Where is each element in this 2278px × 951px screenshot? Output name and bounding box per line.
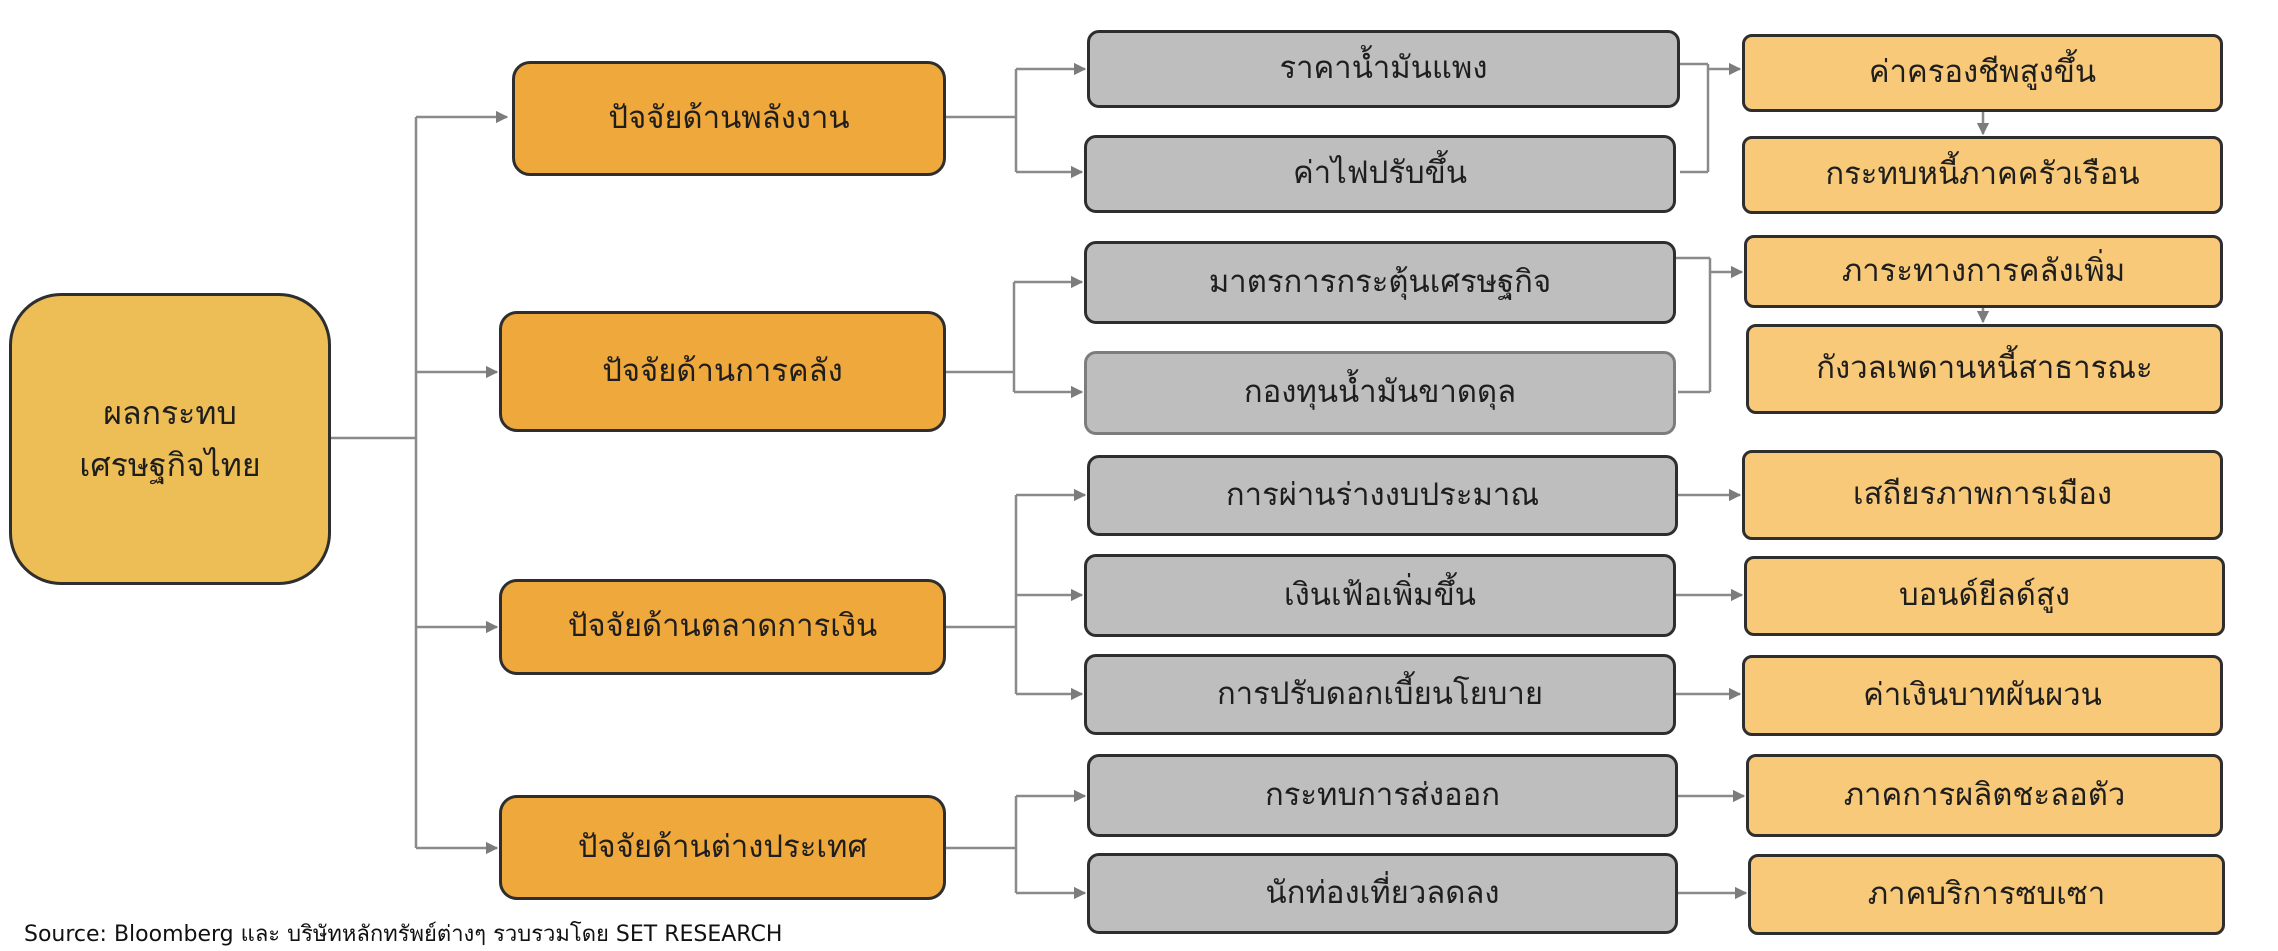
effect-oil-fund-deficit: กองทุนน้ำมันขาดดุล	[1084, 351, 1676, 435]
effect-policy-rate-change: การปรับดอกเบี้ยนโยบาย	[1084, 654, 1676, 735]
outcome-bond-yield: บอนด์ยีลด์สูง	[1744, 556, 2225, 636]
connector-fiscal-merge	[1676, 256, 1712, 394]
effect-inflation-rise: เงินเฟ้อเพิ่มขึ้น	[1084, 554, 1676, 637]
effect-electricity-price: ค่าไฟปรับขึ้น	[1084, 135, 1676, 213]
effect-economic-stimulus: มาตรการกระตุ้นเศรษฐกิจ	[1084, 241, 1676, 324]
effect-export-impact: กระทบการส่งออก	[1087, 754, 1678, 837]
connector-fiscal-trunk	[946, 282, 1016, 392]
outcome-public-debt-ceiling: กังวลเพดานหนี้สาธารณะ	[1746, 324, 2223, 414]
outcome-cost-of-living: ค่าครองชีพสูงขึ้น	[1742, 34, 2223, 112]
source-caption: Source: Bloomberg และ บริษัทหลักทรัพย์ต่…	[24, 922, 783, 947]
effect-oil-price: ราคาน้ำมันแพง	[1087, 30, 1680, 108]
factor-fiscal: ปัจจัยด้านการคลัง	[499, 311, 946, 432]
outcome-manufacturing-slowdown: ภาคการผลิตชะลอตัว	[1746, 754, 2223, 837]
outcome-household-debt: กระทบหนี้ภาคครัวเรือน	[1742, 136, 2223, 214]
root-node: ผลกระทบ เศรษฐกิจไทย	[9, 293, 331, 585]
outcome-baht-volatility: ค่าเงินบาทผันผวน	[1742, 655, 2223, 736]
connector-energy-merge	[1680, 62, 1710, 174]
factor-financial-market: ปัจจัยด้านตลาดการเงิน	[499, 579, 946, 675]
connector-root-trunk	[328, 117, 418, 848]
outcome-fiscal-burden: ภาระทางการคลังเพิ่ม	[1744, 235, 2223, 308]
effect-budget-bill: การผ่านร่างงบประมาณ	[1087, 455, 1678, 536]
connector-foreign-trunk	[946, 796, 1018, 893]
root-label-line1: ผลกระทบ	[103, 394, 237, 432]
outcome-political-stability: เสถียรภาพการเมือง	[1742, 450, 2223, 540]
outcome-services-slump: ภาคบริการซบเซา	[1748, 854, 2225, 935]
factor-energy: ปัจจัยด้านพลังงาน	[512, 61, 946, 176]
root-label-line2: เศรษฐกิจไทย	[79, 446, 261, 484]
connector-financial-trunk	[946, 495, 1018, 694]
connector-energy-trunk	[946, 69, 1018, 172]
factor-foreign: ปัจจัยด้านต่างประเทศ	[499, 795, 946, 900]
effect-tourist-decline: นักท่องเที่ยวลดลง	[1087, 853, 1678, 934]
